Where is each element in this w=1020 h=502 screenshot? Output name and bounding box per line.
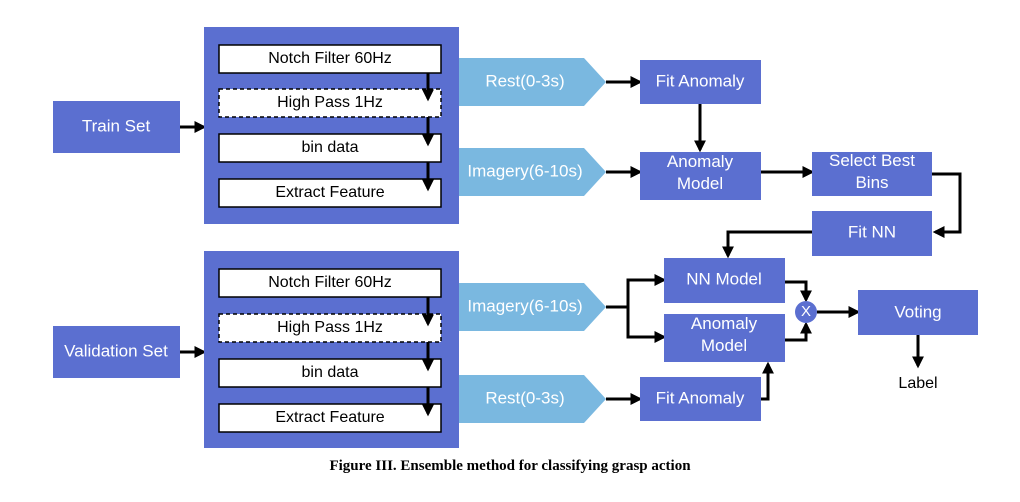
train-step-bin xyxy=(218,133,442,163)
validation-imagery-label: Imagery(6-10s) xyxy=(467,296,582,315)
validation-step-notch xyxy=(218,268,442,298)
voting-label: Voting xyxy=(894,302,941,321)
train-step-bin-label: bin data xyxy=(302,139,359,156)
train-step-notch-label: Notch Filter 60Hz xyxy=(268,50,392,67)
nn-model-box xyxy=(664,258,785,303)
validation-rest-chevron xyxy=(459,375,606,423)
validation-step-highpass xyxy=(218,313,442,343)
train-step-extract xyxy=(218,178,442,208)
validation-set-box xyxy=(53,326,180,378)
validation-step-extract-label: Extract Feature xyxy=(275,409,384,426)
validation-step-notch-label: Notch Filter 60Hz xyxy=(268,274,392,291)
train-set-label: Train Set xyxy=(82,116,151,135)
select-best-bins-box xyxy=(812,152,932,196)
fit-nn-label: Fit NN xyxy=(848,222,896,241)
imagery-to-anomaly-arrow xyxy=(626,307,667,343)
validation-rest-label: Rest(0-3s) xyxy=(485,388,564,407)
fit-nn-box xyxy=(812,211,932,256)
nn-model-label: NN Model xyxy=(686,269,762,288)
anomaly-to-x-arrow xyxy=(785,321,812,342)
imagery-to-nnmodel-arrow xyxy=(606,274,667,309)
validation-step-bin-label: bin data xyxy=(302,364,359,381)
train-anomaly-model-box xyxy=(640,152,761,200)
nnmodel-to-x-arrow xyxy=(785,280,812,303)
voting-box xyxy=(858,290,978,335)
validation-step-highpass-label: High Pass 1Hz xyxy=(277,319,383,336)
validation-fit-anomaly-label: Fit Anomaly xyxy=(656,388,745,407)
train-imagery-chevron xyxy=(459,148,606,196)
validation-set-label: Validation Set xyxy=(64,341,168,360)
multiply-label: X xyxy=(801,303,811,320)
train-step-notch xyxy=(218,44,442,74)
bins-to-fitnn-arrow xyxy=(932,172,962,238)
validation-imagery-chevron xyxy=(459,283,606,331)
train-rest-label: Rest(0-3s) xyxy=(485,71,564,90)
validation-anomaly-model-box xyxy=(664,314,785,362)
train-step-extract-label: Extract Feature xyxy=(275,184,384,201)
validation-step-bin xyxy=(218,358,442,388)
train-step-highpass xyxy=(218,88,442,118)
output-label: Label xyxy=(898,375,937,392)
fit-to-anomaly-arrow xyxy=(761,361,774,401)
fitnn-to-nnmodel-arrow xyxy=(722,230,812,259)
train-set-box xyxy=(53,101,180,153)
train-imagery-label: Imagery(6-10s) xyxy=(467,161,582,180)
train-fit-anomaly-label: Fit Anomaly xyxy=(656,71,745,90)
validation-fit-anomaly-box xyxy=(640,377,761,421)
multiply-node xyxy=(795,301,817,323)
validation-step-extract xyxy=(218,403,442,433)
figure-caption: Figure III. Ensemble method for classify… xyxy=(329,458,691,474)
train-rest-chevron xyxy=(459,58,606,106)
train-step-highpass-label: High Pass 1Hz xyxy=(277,94,383,111)
train-fit-anomaly-box xyxy=(640,60,761,104)
